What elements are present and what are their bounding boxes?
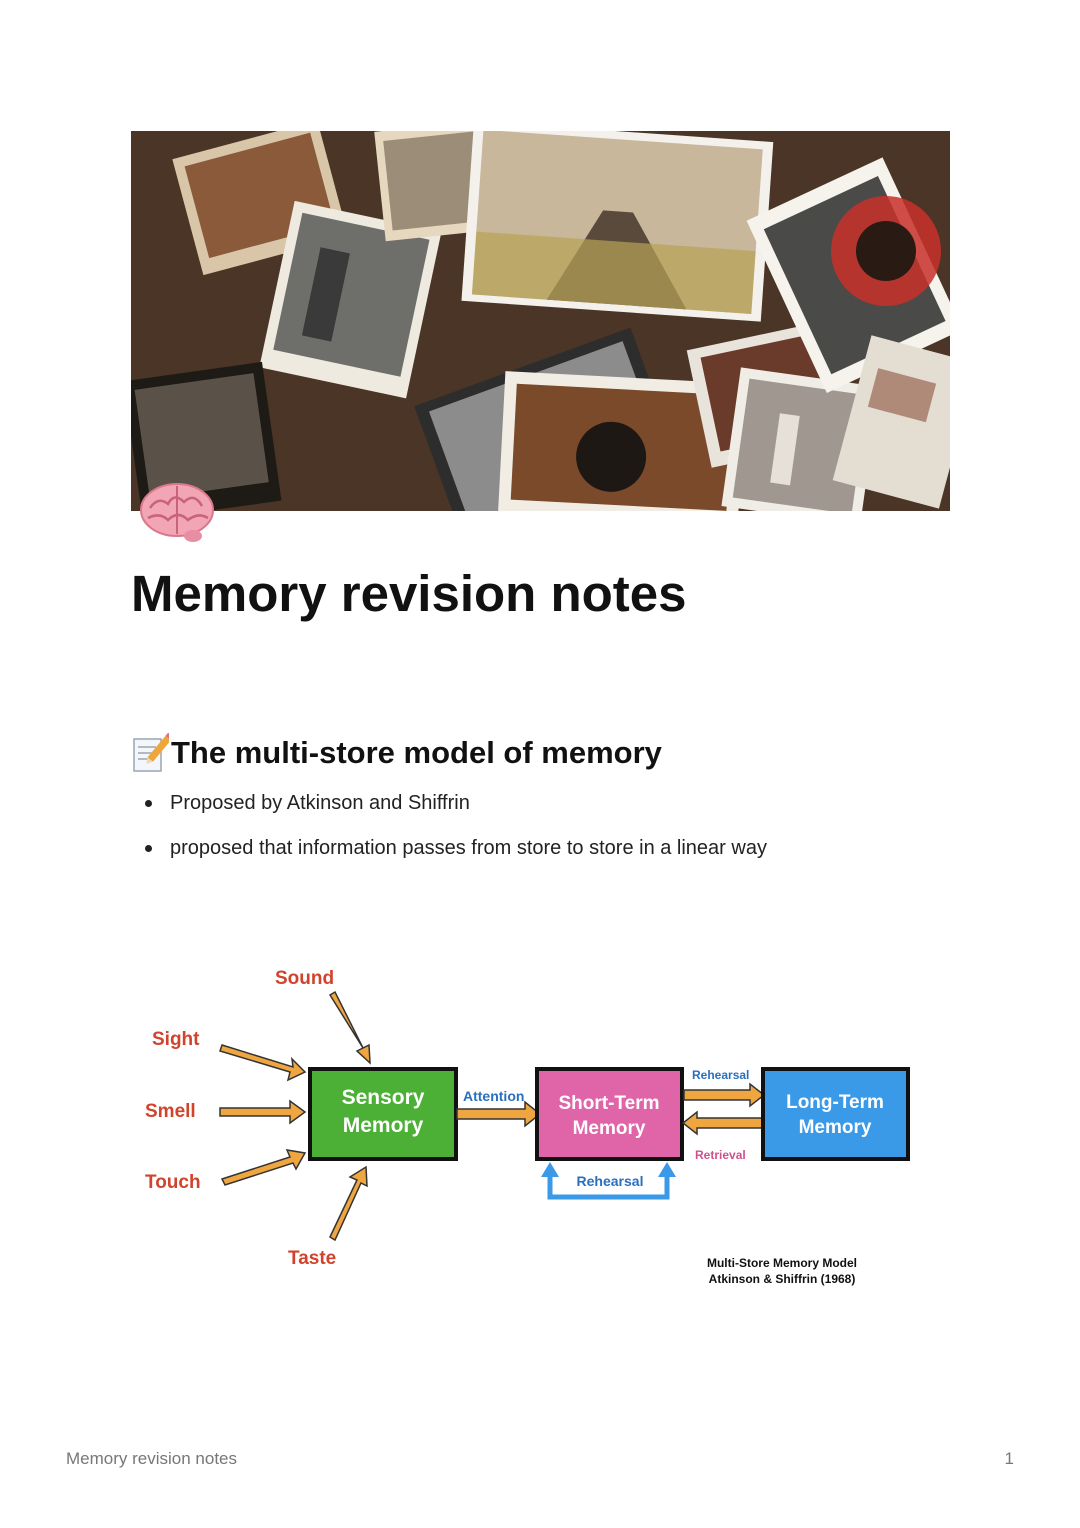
- short-term-memory-box: [535, 1067, 684, 1161]
- arrow-smell: [219, 1099, 307, 1125]
- arrow-sound: [328, 990, 371, 1065]
- short-term-memory-label-1: Short-Term: [559, 1093, 660, 1114]
- input-label-taste: Taste: [288, 1248, 336, 1269]
- page-number: 1: [1004, 1449, 1014, 1468]
- rehearsal-top-label: Rehearsal: [692, 1068, 749, 1082]
- diagram-caption-2: Atkinson & Shiffrin (1968): [709, 1272, 856, 1286]
- multi-store-diagram: Sound Sight Smell Touch Taste Sensory Me…: [145, 968, 910, 1286]
- long-term-memory-box: [761, 1067, 910, 1161]
- retrieval-label: Retrieval: [695, 1148, 746, 1162]
- attention-arrow: [456, 1100, 542, 1128]
- long-term-memory-label-1: Long-Term: [786, 1092, 884, 1113]
- input-label-smell: Smell: [145, 1101, 196, 1122]
- sensory-memory-label-2: Memory: [343, 1114, 424, 1137]
- arrow-touch: [220, 1149, 307, 1186]
- section-heading: The multi-store model of memory: [131, 733, 662, 773]
- sensory-memory-label-1: Sensory: [342, 1086, 425, 1109]
- input-label-sight: Sight: [152, 1029, 200, 1050]
- page-title: Memory revision notes: [131, 565, 687, 622]
- bullet-item: proposed that information passes from st…: [140, 833, 767, 878]
- input-label-sound: Sound: [275, 968, 334, 989]
- rehearsal-loop-head-left: [541, 1162, 559, 1177]
- rehearsal-loop-label: Rehearsal: [577, 1173, 644, 1189]
- cover-image: [131, 131, 950, 511]
- arrow-sight: [219, 1044, 307, 1082]
- long-term-memory-label-2: Memory: [799, 1117, 872, 1138]
- attention-label: Attention: [463, 1088, 524, 1104]
- retrieval-arrow: [681, 1110, 764, 1136]
- footer-title: Memory revision notes: [66, 1449, 238, 1468]
- input-label-touch: Touch: [145, 1172, 201, 1193]
- section-heading-text: The multi-store model of memory: [171, 735, 662, 770]
- arrow-taste: [329, 1165, 368, 1242]
- rehearsal-loop-arrow: [547, 1173, 670, 1200]
- rehearsal-to-ltm-arrow: [683, 1082, 766, 1108]
- rehearsal-loop-head-right: [658, 1162, 676, 1177]
- diagram-caption-1: Multi-Store Memory Model: [707, 1256, 857, 1270]
- brain-icon: [140, 483, 214, 542]
- bullet-list: Proposed by Atkinson and Shiffrin propos…: [140, 788, 767, 878]
- memo-icon: [133, 733, 169, 772]
- bullet-item: Proposed by Atkinson and Shiffrin: [140, 788, 767, 833]
- short-term-memory-label-2: Memory: [573, 1118, 646, 1139]
- sensory-memory-box: [308, 1067, 458, 1161]
